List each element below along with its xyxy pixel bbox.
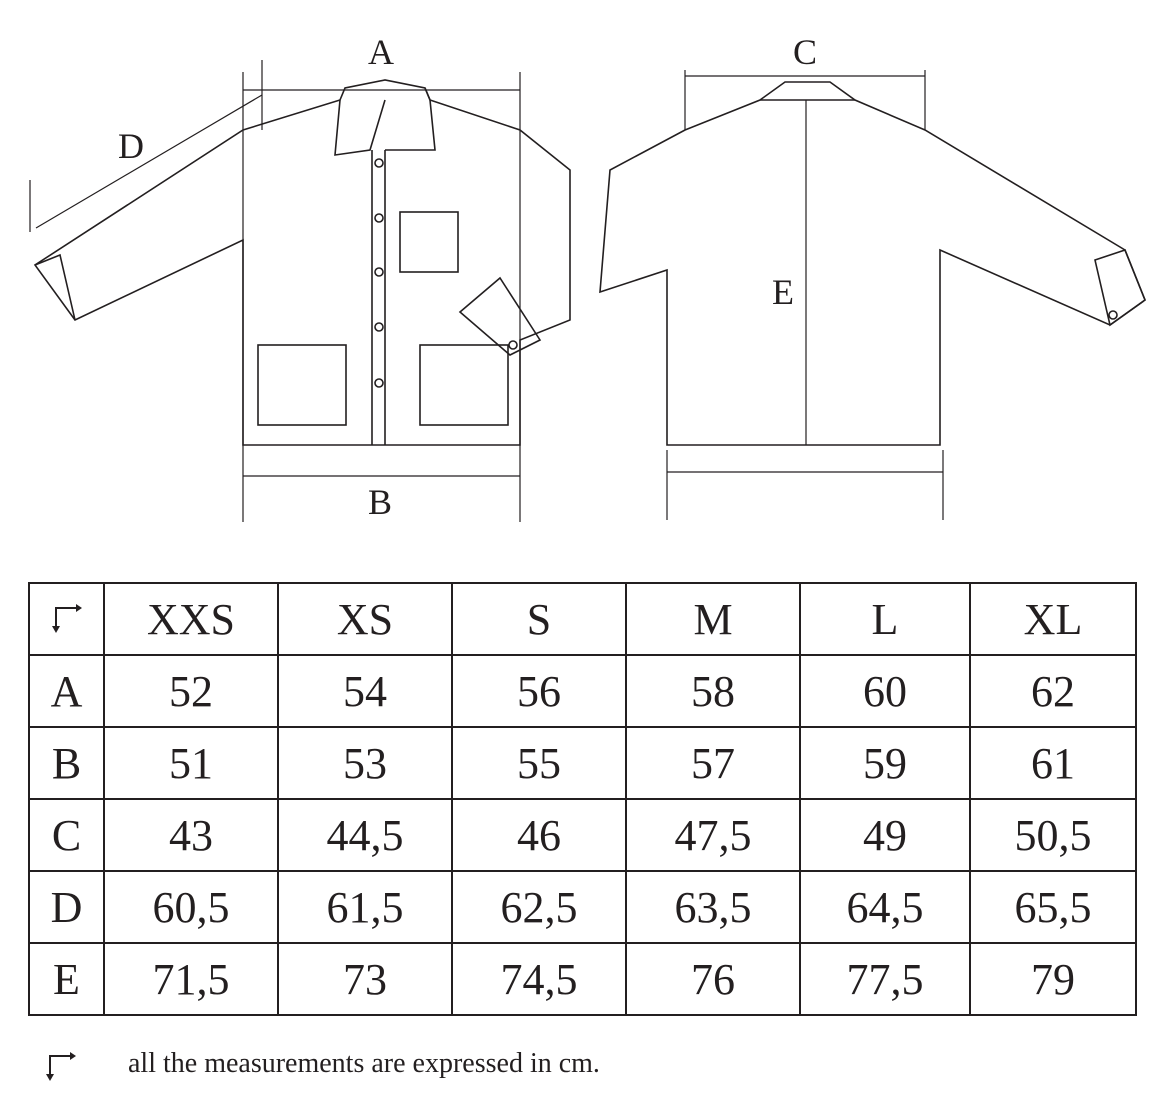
row-label: D xyxy=(28,870,105,944)
measurement-cell: 46 xyxy=(451,798,627,872)
measurement-cell: 61,5 xyxy=(277,870,453,944)
measurement-cell: 44,5 xyxy=(277,798,453,872)
size-header: XL xyxy=(969,582,1137,656)
measurement-cell: 60 xyxy=(799,654,971,728)
row-label: B xyxy=(28,726,105,800)
jacket-front xyxy=(33,79,571,446)
measurement-cell: 51 xyxy=(103,726,279,800)
measurement-cell: 50,5 xyxy=(969,798,1137,872)
measurement-cell: 77,5 xyxy=(799,942,971,1016)
measurement-cell: 52 xyxy=(103,654,279,728)
arrow-corner-icon xyxy=(51,603,82,633)
measurement-cell: 56 xyxy=(451,654,627,728)
size-header: XS xyxy=(277,582,453,656)
measurement-cell: 53 xyxy=(277,726,453,800)
measurement-cell: 57 xyxy=(625,726,801,800)
table-header-row: XXS XS S M L XL xyxy=(28,582,1137,656)
measurement-cell: 79 xyxy=(969,942,1137,1016)
dimension-label-e: E xyxy=(772,272,794,312)
row-label: A xyxy=(28,654,105,728)
measurement-cell: 62,5 xyxy=(451,870,627,944)
arrow-corner-icon xyxy=(46,1052,76,1081)
size-header: L xyxy=(799,582,971,656)
jacket-technical-drawing xyxy=(29,60,1146,522)
measurement-cell: 61 xyxy=(969,726,1137,800)
measurement-note: all the measurements are expressed in cm… xyxy=(128,1048,600,1079)
corner-cell xyxy=(28,582,105,656)
dimension-label-c: C xyxy=(793,32,818,72)
size-header: XXS xyxy=(103,582,279,656)
measurement-cell: 60,5 xyxy=(103,870,279,944)
dimension-label-a: A xyxy=(368,32,394,72)
dimension-label-d: D xyxy=(118,126,144,166)
measurement-cell: 47,5 xyxy=(625,798,801,872)
row-label: C xyxy=(28,798,105,872)
measurement-cell: 54 xyxy=(277,654,453,728)
measurement-cell: 49 xyxy=(799,798,971,872)
measurement-cell: 63,5 xyxy=(625,870,801,944)
measurement-cell: 43 xyxy=(103,798,279,872)
measurement-cell: 65,5 xyxy=(969,870,1137,944)
measurement-cell: 59 xyxy=(799,726,971,800)
measurement-cell: 76 xyxy=(625,942,801,1016)
measurement-cell: 55 xyxy=(451,726,627,800)
measurement-cell: 73 xyxy=(277,942,453,1016)
measurement-cell: 74,5 xyxy=(451,942,627,1016)
dimension-lines xyxy=(29,60,944,522)
measurement-cell: 62 xyxy=(969,654,1137,728)
size-header: M xyxy=(625,582,801,656)
measurement-cell: 71,5 xyxy=(103,942,279,1016)
row-label: E xyxy=(28,942,105,1016)
size-header: S xyxy=(451,582,627,656)
dimension-label-b: B xyxy=(368,482,393,522)
jacket-back xyxy=(599,81,1146,446)
measurement-cell: 58 xyxy=(625,654,801,728)
measurement-cell: 64,5 xyxy=(799,870,971,944)
